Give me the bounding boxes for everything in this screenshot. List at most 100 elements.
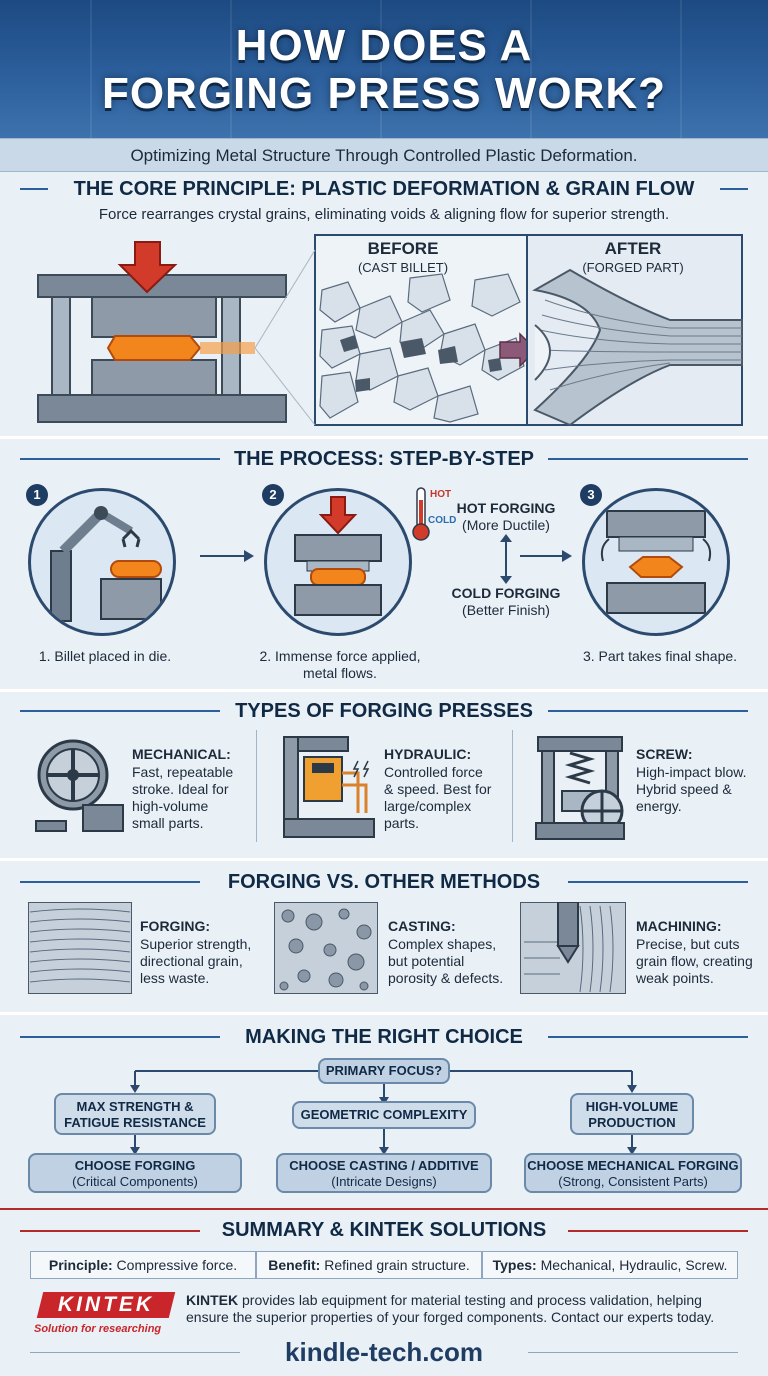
summary-title: SUMMARY & KINTEK SOLUTIONS: [221, 1219, 547, 1241]
arrow-2: [520, 555, 568, 557]
summary-principle: Principle: Compressive force.: [30, 1251, 256, 1279]
type-hydraulic-line3: large/complex: [384, 798, 472, 814]
kintek-logo-text: KINTEK: [57, 1293, 155, 1316]
step-1-number: 1: [26, 484, 48, 506]
result-casting-additive: CHOOSE CASTING / ADDITIVE(Intricate Desi…: [276, 1153, 492, 1193]
compare-casting-name: CASTING:: [388, 918, 456, 934]
type-mechanical-line3: high-volume: [132, 798, 209, 814]
cast-porosity-swatch: [274, 902, 378, 994]
column-divider: [256, 730, 257, 842]
arrow-1: [200, 555, 250, 557]
type-mechanical-name: MECHANICAL:: [132, 746, 231, 762]
rule-left: [20, 881, 200, 883]
hydraulic-press-icon: [283, 736, 375, 838]
cold-forging-title: COLD FORGING: [451, 585, 561, 601]
section-divider: [0, 689, 768, 692]
forged-grain-swatch: [28, 902, 132, 994]
step-2-caption-line2: metal flows.: [303, 665, 377, 681]
page-subtitle: Optimizing Metal Structure Through Contr…: [130, 146, 638, 165]
thermometer-icon: [412, 487, 430, 541]
shaped-part-icon: [600, 510, 712, 614]
rule-right: [548, 1036, 748, 1038]
summary-benefit: Benefit: Refined grain structure.: [256, 1251, 482, 1279]
summary-types: Types: Mechanical, Hydraulic, Screw.: [482, 1251, 738, 1279]
compare-forging-line3: less waste.: [140, 970, 210, 986]
decision-root: PRIMARY FOCUS?: [318, 1058, 450, 1084]
compare-machining-line2: grain flow, creating: [636, 953, 753, 969]
rule-left: [20, 710, 220, 712]
kintek-blurb-line2: ensure the superior properties of your f…: [186, 1309, 715, 1325]
rule-right: [568, 1230, 748, 1232]
rule-right: [568, 881, 748, 883]
type-hydraulic-line1: Controlled force: [384, 764, 483, 780]
section-divider: [0, 436, 768, 439]
arrow-1-head: [244, 550, 254, 562]
type-screw-line3: energy.: [636, 798, 682, 814]
compare-forging-name: FORGING:: [140, 918, 210, 934]
type-mechanical-line1: Fast, repeatable: [132, 764, 234, 780]
page-title: HOW DOES A FORGING PRESS WORK?: [101, 21, 667, 118]
thermo-hot-label: HOT: [430, 489, 452, 500]
compare-machining-name: MACHINING:: [636, 918, 722, 934]
column-divider: [512, 730, 513, 842]
compare-machining-line1: Precise, but cuts: [636, 936, 740, 952]
after-panel: [526, 234, 743, 427]
subtitle-band: Optimizing Metal Structure Through Contr…: [0, 138, 768, 172]
compare-machining-line3: weak points.: [636, 970, 714, 986]
before-sublabel: (CAST BILLET): [357, 260, 449, 275]
type-hydraulic-line2: & speed. Best for: [384, 781, 492, 797]
hot-cold-arrow-down: [500, 576, 512, 584]
section-divider: [0, 858, 768, 861]
flywheel-icon: [35, 739, 124, 832]
rule-left: [20, 458, 220, 460]
core-description: Force rearranges crystal grains, elimina…: [98, 206, 670, 223]
section-divider: [0, 1012, 768, 1015]
step-2-circle: [264, 488, 412, 636]
core-title: THE CORE PRINCIPLE: PLASTIC DEFORMATION …: [73, 178, 695, 200]
core-illustration: [37, 234, 743, 427]
step-3-circle: [582, 488, 730, 636]
arrow-2-head: [562, 550, 572, 562]
result-forging: CHOOSE FORGING(Critical Components): [28, 1153, 242, 1193]
rule-right: [720, 188, 748, 190]
step-1-circle: [28, 488, 176, 636]
machining-cutter-swatch: [520, 902, 626, 994]
type-hydraulic-line4: parts.: [384, 815, 420, 831]
option-max-strength: MAX STRENGTH &FATIGUE RESISTANCE: [54, 1093, 216, 1135]
step-2-caption-line1: 2. Immense force applied,: [259, 648, 421, 664]
thermo-cold-label: COLD: [428, 515, 457, 526]
header-banner: HOW DOES A FORGING PRESS WORK?: [0, 0, 768, 138]
process-title: THE PROCESS: STEP-BY-STEP: [233, 448, 535, 470]
screw-press-icon: [535, 736, 625, 840]
compare-forging-line1: Superior strength,: [140, 936, 252, 952]
section-divider: [0, 1208, 768, 1210]
rule-right: [548, 710, 748, 712]
type-screw-name: SCREW:: [636, 746, 693, 762]
compare-casting-line3: porosity & defects.: [388, 970, 504, 986]
step-1-caption: 1. Billet placed in die.: [38, 648, 172, 664]
choice-title: MAKING THE RIGHT CHOICE: [245, 1026, 523, 1048]
compare-title: FORGING VS. OTHER METHODS: [227, 871, 541, 893]
before-label: BEFORE: [367, 239, 439, 258]
rule-left: [20, 1230, 200, 1232]
type-hydraulic-name: HYDRAULIC:: [384, 746, 472, 762]
after-label: AFTER: [604, 239, 662, 258]
step-3-caption: 3. Part takes final shape.: [582, 648, 738, 664]
url-rule-right: [528, 1352, 738, 1353]
compare-casting-line2: but potential: [388, 953, 465, 969]
website-link[interactable]: kindle-tech.com: [285, 1337, 483, 1367]
hot-cold-arrow: [505, 538, 507, 578]
after-sublabel: (FORGED PART): [582, 260, 684, 275]
compare-casting-line1: Complex shapes,: [388, 936, 497, 952]
hot-forging-sub: (More Ductile): [462, 517, 550, 533]
url-rule-left: [30, 1352, 240, 1353]
rule-left: [20, 188, 48, 190]
step-3-number: 3: [580, 484, 602, 506]
rule-left: [20, 1036, 220, 1038]
hot-cold-arrow-up: [500, 534, 512, 542]
type-screw-line1: High-impact blow.: [636, 764, 747, 780]
result-mechanical-forging: CHOOSE MECHANICAL FORGING(Strong, Consis…: [524, 1153, 742, 1193]
type-mechanical-line4: small parts.: [132, 815, 204, 831]
before-panel: [254, 234, 538, 426]
